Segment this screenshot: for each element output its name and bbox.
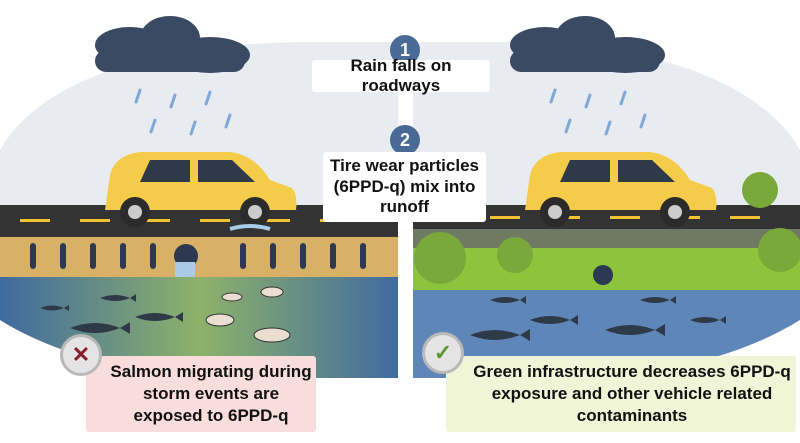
x-icon: ✕ <box>60 334 102 376</box>
cloud-icon <box>95 16 665 73</box>
step-2-number: 2 <box>390 125 420 155</box>
negative-outcome-text: Salmon migrating during storm events are… <box>86 356 316 432</box>
car-right <box>525 152 717 227</box>
check-icon: ✓ <box>422 332 464 374</box>
positive-outcome-text: Green infrastructure decreases 6PPD-q ex… <box>446 356 796 432</box>
car-left <box>105 152 297 227</box>
step-1-label: Rain falls on roadways <box>312 56 490 95</box>
step-2-label: Tire wear particles (6PPD-q) mix into ru… <box>323 152 486 222</box>
